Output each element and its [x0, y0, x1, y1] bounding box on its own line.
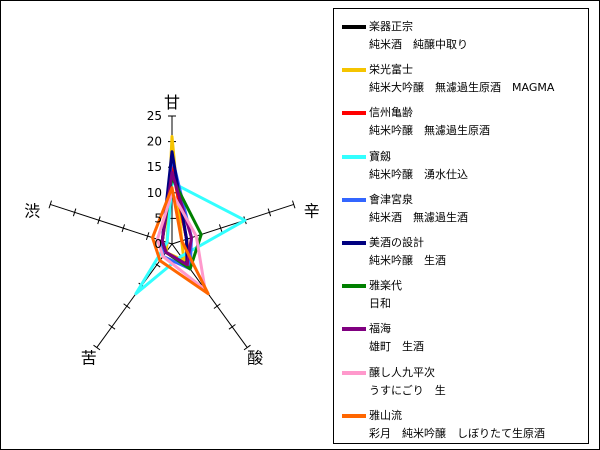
axis-tick-3-5: [93, 344, 101, 351]
legend-item: 栄光富士純米大吟醸 無濾過生原酒 MAGMA: [334, 56, 590, 96]
legend-item: 雅山流彩月 純米吟醸 しぼりたて生原酒: [334, 402, 590, 442]
legend-series-subtitle: 純米吟醸 生酒: [369, 254, 446, 267]
axis-label-4: 渋: [24, 201, 40, 220]
legend-series-name: 楽器正宗: [369, 20, 413, 33]
legend-series-name: 會津宮泉: [369, 192, 413, 206]
axis-tick-2-4: [228, 324, 236, 330]
legend-series-name: 美酒の設計: [369, 236, 424, 249]
axis-tick-3-4: [108, 324, 116, 330]
legend-series-subtitle: 純米大吟醸 無濾過生原酒 MAGMA: [369, 81, 555, 95]
axis-tick-2-5: [243, 344, 251, 351]
legend-swatch: [342, 197, 366, 202]
tick-label-15: 15: [147, 160, 162, 174]
tick-label-20: 20: [147, 135, 162, 149]
legend-series-name: 雅楽代: [369, 279, 402, 293]
axis-tick-4-1: [145, 232, 150, 241]
legend-series-subtitle: 純米吟醸 湧水仕込: [369, 167, 468, 181]
legend-swatch: [342, 370, 366, 375]
axis-label-0: 甘: [164, 93, 180, 112]
legend-series-subtitle: 純米吟醸 無濾過生原酒: [369, 124, 490, 138]
legend-item: 美酒の設計純米吟醸 生酒: [334, 229, 590, 269]
legend-item: 雅楽代日和: [334, 272, 590, 312]
tick-label-25: 25: [147, 109, 162, 123]
legend-series-name: 雅山流: [369, 408, 402, 422]
axis-tick-1-2: [218, 224, 223, 233]
legend-item: 楽器正宗純米酒 純醸中取り: [334, 13, 590, 53]
axis-tick-4-5: [48, 200, 52, 209]
legend-swatch: [342, 413, 366, 418]
legend-series-subtitle: 雄町 生酒: [369, 340, 424, 354]
legend-item: 信州亀齢純米吟醸 無濾過生原酒: [334, 99, 590, 139]
legend-series-name: 信州亀齢: [369, 106, 413, 120]
axis-tick-4-2: [121, 224, 126, 233]
legend-swatch: [342, 284, 366, 289]
legend-series-subtitle: うすにごり 生: [369, 383, 446, 397]
axis-tick-3-3: [123, 303, 131, 309]
legend-series-name: 栄光富士: [369, 63, 413, 77]
axis-tick-1-4: [267, 208, 272, 217]
legend-series-subtitle: 彩月 純米吟醸 しぼりたて生原酒: [369, 426, 545, 440]
legend-swatch: [342, 241, 366, 245]
tick-label-0: 0: [154, 237, 162, 251]
legend-swatch: [342, 154, 366, 159]
legend-series-name: 福海: [369, 322, 391, 336]
tick-label-5: 5: [154, 211, 162, 225]
series-9-polygon: [151, 186, 210, 296]
legend-swatch: [342, 68, 366, 73]
axis-label-2: 酸: [247, 349, 263, 368]
tick-label-10: 10: [147, 186, 162, 200]
axis-tick-1-5: [292, 200, 296, 209]
legend-item: 醸し人九平次うすにごり 生: [334, 359, 590, 399]
axis-label-1: 辛: [304, 201, 320, 220]
axis-label-3: 苦: [81, 349, 97, 368]
legend-series-name: 醸し人九平次: [369, 365, 435, 379]
legend-series-subtitle: 純米酒 純醸中取り: [369, 38, 468, 51]
legend-swatch: [342, 327, 366, 332]
legend-swatch: [342, 25, 366, 29]
legend-series-subtitle: 日和: [369, 297, 391, 311]
series-8-polygon: [155, 191, 207, 292]
legend-swatch: [342, 111, 366, 116]
legend-item: 會津宮泉純米酒 無濾過生酒: [334, 186, 590, 226]
legend-series-subtitle: 純米酒 無濾過生酒: [369, 210, 468, 224]
axis-tick-4-3: [97, 216, 101, 225]
legend-item: 福海雄町 生酒: [334, 315, 590, 355]
legend-item: 寶劔純米吟醸 湧水仕込: [334, 143, 590, 183]
series-7-polygon: [160, 170, 193, 267]
axis-tick-4-4: [72, 208, 77, 217]
legend-series-name: 寶劔: [369, 149, 391, 163]
axis-tick-2-3: [213, 303, 221, 309]
series-3-polygon: [134, 181, 247, 296]
